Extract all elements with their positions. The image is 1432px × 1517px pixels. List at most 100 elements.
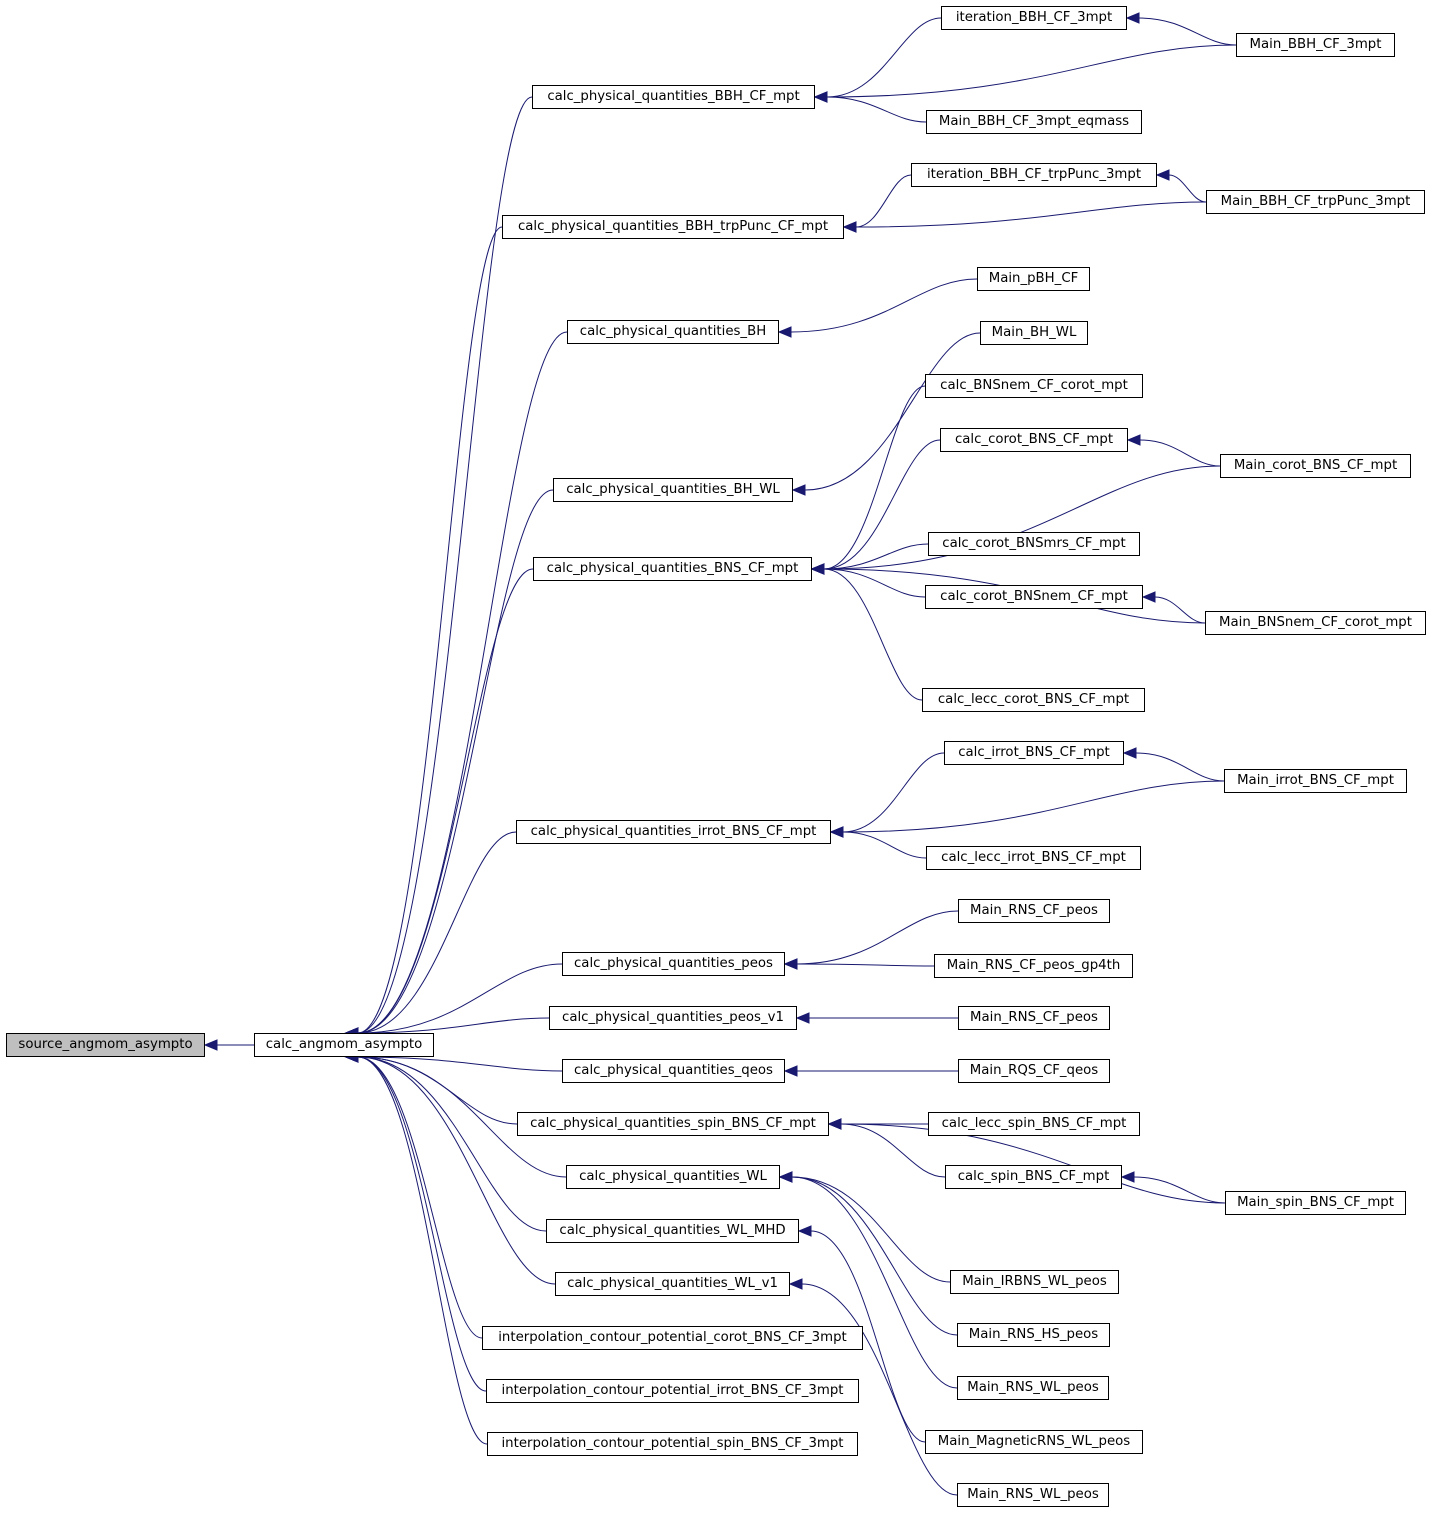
arrowhead-main-irrot-bns-cf-mpt-to-calc-irrot-bns-cf-mpt <box>1122 747 1137 759</box>
edge-main-bbh-cf-3mpt-to-calc-physical-quantities-bbh-cf-mpt <box>826 44 1237 98</box>
arrowhead-calc-lecc-corot-bns-cf-mpt-to-calc-physical-quantities-bns-cf-mpt <box>810 563 825 575</box>
node-main-bbh-cf-3mpt[interactable]: Main_BBH_CF_3mpt <box>1236 33 1395 57</box>
node-calc-physical-quantities-bh[interactable]: calc_physical_quantities_BH <box>567 320 779 344</box>
node-calc-irrot-bns-cf-mpt[interactable]: calc_irrot_BNS_CF_mpt <box>944 741 1124 765</box>
node-main-rns-cf-peos[interactable]: Main_RNS_CF_peos <box>958 899 1110 923</box>
node-calc-physical-quantities-wl-mhd[interactable]: calc_physical_quantities_WL_MHD <box>546 1219 799 1243</box>
node-main-bbh-cf-trppunc-3mpt[interactable]: Main_BBH_CF_trpPunc_3mpt <box>1206 190 1425 214</box>
edge-interpolation-contour-potential-spin-bns-cf-3mpt-to-calc-angmom-asympto <box>357 1056 488 1445</box>
edge-main-rns-cf-peos-a-to-calc-physical-quantities-peos <box>796 910 959 965</box>
edge-calc-lecc-corot-bns-cf-mpt-to-calc-physical-quantities-bns-cf-mpt <box>823 568 923 701</box>
edge-main-irrot-bns-cf-mpt-to-calc-physical-quantities-irrot-bns-cf-mpt <box>842 780 1225 833</box>
node-calc-lecc-irrot-bns-cf-mpt[interactable]: calc_lecc_irrot_BNS_CF_mpt <box>926 846 1141 870</box>
arrowhead-main-bnsnem-cf-corot-mpt-to-calc-corot-bnsnem-cf-mpt <box>1141 591 1156 603</box>
node-calc-physical-quantities-qeos[interactable]: calc_physical_quantities_qeos <box>562 1059 785 1083</box>
edge-calc-corot-bns-cf-mpt-to-calc-physical-quantities-bns-cf-mpt <box>823 439 941 570</box>
node-main-irrot-bns-cf-mpt[interactable]: Main_irrot_BNS_CF_mpt <box>1224 769 1407 793</box>
node-main-bbh-cf-3mpt-eqmass[interactable]: Main_BBH_CF_3mpt_eqmass <box>926 110 1142 134</box>
node-calc-angmom-asympto[interactable]: calc_angmom_asympto <box>254 1033 434 1057</box>
arrowhead-main-bh-wl-to-calc-physical-quantities-bh-wl <box>791 484 806 496</box>
node-calc-physical-quantities-wl[interactable]: calc_physical_quantities_WL <box>566 1165 780 1189</box>
edge-calc-physical-quantities-bns-cf-mpt-to-calc-angmom-asympto <box>357 568 534 1034</box>
arrowhead-main-spin-bns-cf-mpt-to-calc-spin-bns-cf-mpt <box>1120 1171 1135 1183</box>
edge-main-magneticrns-wl-peos-to-calc-physical-quantities-wl-mhd <box>810 1230 926 1443</box>
edge-main-irrot-bns-cf-mpt-to-calc-irrot-bns-cf-mpt <box>1135 752 1225 782</box>
edge-main-corot-bns-cf-mpt-to-calc-physical-quantities-bns-cf-mpt <box>823 465 1221 570</box>
arrowhead-main-pbh-cf-to-calc-physical-quantities-bh <box>777 326 792 338</box>
edge-main-rns-cf-peos-gp4th-to-calc-physical-quantities-peos <box>796 963 935 967</box>
arrowhead-main-corot-bns-cf-mpt-to-calc-corot-bns-cf-mpt <box>1126 434 1141 446</box>
node-iteration-bbh-cf-trppunc-3mpt[interactable]: iteration_BBH_CF_trpPunc_3mpt <box>911 163 1157 187</box>
node-main-bh-wl[interactable]: Main_BH_WL <box>980 321 1088 345</box>
arrowhead-calc-lecc-irrot-bns-cf-mpt-to-calc-physical-quantities-irrot-bns-cf-mpt <box>829 826 844 838</box>
node-main-spin-bns-cf-mpt[interactable]: Main_spin_BNS_CF_mpt <box>1225 1191 1406 1215</box>
edge-main-spin-bns-cf-mpt-to-calc-spin-bns-cf-mpt <box>1133 1176 1226 1204</box>
edge-calc-physical-quantities-wl-mhd-to-calc-angmom-asympto <box>357 1056 547 1232</box>
node-calc-lecc-corot-bns-cf-mpt[interactable]: calc_lecc_corot_BNS_CF_mpt <box>922 688 1145 712</box>
node-calc-physical-quantities-bns-cf-mpt[interactable]: calc_physical_quantities_BNS_CF_mpt <box>533 557 812 581</box>
node-calc-corot-bnsnem-cf-mpt[interactable]: calc_corot_BNSnem_CF_mpt <box>925 585 1143 609</box>
node-main-rns-cf-peos[interactable]: Main_RNS_CF_peos <box>958 1006 1110 1030</box>
edge-calc-corot-bnsnem-cf-mpt-to-calc-physical-quantities-bns-cf-mpt <box>823 568 926 598</box>
edge-main-bbh-cf-3mpt-eqmass-to-calc-physical-quantities-bbh-cf-mpt <box>826 96 927 123</box>
node-main-irbns-wl-peos[interactable]: Main_IRBNS_WL_peos <box>950 1270 1119 1294</box>
edge-main-rns-wl-peos-b-to-calc-physical-quantities-wl-v1 <box>801 1283 958 1496</box>
edge-interpolation-contour-potential-irrot-bns-cf-3mpt-to-calc-angmom-asympto <box>357 1056 487 1392</box>
node-calc-corot-bns-cf-mpt[interactable]: calc_corot_BNS_CF_mpt <box>940 428 1128 452</box>
edge-main-spin-bns-cf-mpt-to-calc-physical-quantities-spin-bns-cf-mpt <box>840 1123 1226 1204</box>
node-calc-corot-bnsmrs-cf-mpt[interactable]: calc_corot_BNSmrs_CF_mpt <box>928 532 1140 556</box>
node-main-corot-bns-cf-mpt[interactable]: Main_corot_BNS_CF_mpt <box>1220 454 1411 478</box>
arrowhead-main-spin-bns-cf-mpt-to-calc-physical-quantities-spin-bns-cf-mpt <box>827 1118 842 1130</box>
node-main-rns-wl-peos[interactable]: Main_RNS_WL_peos <box>957 1376 1109 1400</box>
node-calc-physical-quantities-bh-wl[interactable]: calc_physical_quantities_BH_WL <box>553 478 793 502</box>
edge-main-pbh-cf-to-calc-physical-quantities-bh <box>790 278 978 333</box>
edge-main-bbh-cf-3mpt-to-iteration-bbh-cf-3mpt <box>1138 17 1237 46</box>
edge-calc-physical-quantities-irrot-bns-cf-mpt-to-calc-angmom-asympto <box>357 831 517 1034</box>
arrowhead-main-rqs-cf-qeos-to-calc-physical-quantities-qeos <box>783 1065 798 1077</box>
node-main-pbh-cf[interactable]: Main_pBH_CF <box>977 267 1090 291</box>
node-main-rns-wl-peos[interactable]: Main_RNS_WL_peos <box>957 1483 1109 1507</box>
node-calc-bnsnem-cf-corot-mpt[interactable]: calc_BNSnem_CF_corot_mpt <box>925 374 1143 398</box>
arrowhead-main-rns-wl-peos-a-to-calc-physical-quantities-wl <box>778 1171 793 1183</box>
edge-calc-physical-quantities-qeos-to-calc-angmom-asympto <box>357 1056 563 1072</box>
node-interpolation-contour-potential-irrot-bns-cf-3mpt[interactable]: interpolation_contour_potential_irrot_BN… <box>486 1379 859 1403</box>
edge-calc-physical-quantities-bbh-cf-mpt-to-calc-angmom-asympto <box>357 96 533 1034</box>
arrowhead-main-bbh-cf-3mpt-eqmass-to-calc-physical-quantities-bbh-cf-mpt <box>813 91 828 103</box>
edge-main-irbns-wl-peos-to-calc-physical-quantities-wl <box>791 1176 951 1283</box>
edge-calc-physical-quantities-bh-wl-to-calc-angmom-asympto <box>357 489 554 1034</box>
edge-main-corot-bns-cf-mpt-to-calc-corot-bns-cf-mpt <box>1139 439 1221 467</box>
node-calc-physical-quantities-peos[interactable]: calc_physical_quantities_peos <box>562 952 785 976</box>
node-calc-lecc-spin-bns-cf-mpt[interactable]: calc_lecc_spin_BNS_CF_mpt <box>928 1112 1140 1136</box>
edge-main-bbh-cf-trppunc-3mpt-to-iteration-bbh-cf-trppunc-3mpt <box>1168 174 1207 203</box>
node-iteration-bbh-cf-3mpt[interactable]: iteration_BBH_CF_3mpt <box>941 6 1127 30</box>
arrowhead-main-bbh-cf-trppunc-3mpt-to-calc-physical-quantities-bbh-trppunc-cf-mpt <box>842 221 857 233</box>
node-calc-physical-quantities-bbh-trppunc-cf-mpt[interactable]: calc_physical_quantities_BBH_trpPunc_CF_… <box>502 215 844 239</box>
node-calc-spin-bns-cf-mpt[interactable]: calc_spin_BNS_CF_mpt <box>945 1165 1122 1189</box>
edge-calc-spin-bns-cf-mpt-to-calc-physical-quantities-spin-bns-cf-mpt <box>840 1123 946 1178</box>
node-main-rqs-cf-qeos[interactable]: Main_RQS_CF_qeos <box>958 1059 1110 1083</box>
node-calc-physical-quantities-wl-v1[interactable]: calc_physical_quantities_WL_v1 <box>555 1272 790 1296</box>
node-calc-physical-quantities-bbh-cf-mpt[interactable]: calc_physical_quantities_BBH_CF_mpt <box>532 85 815 109</box>
arrowhead-calc-angmom-asympto-to-source-angmom-asympto <box>203 1039 218 1051</box>
node-source-angmom-asympto: source_angmom_asympto <box>6 1033 205 1057</box>
edge-iteration-bbh-cf-trppunc-3mpt-to-calc-physical-quantities-bbh-trppunc-cf-mpt <box>855 174 912 228</box>
node-main-magneticrns-wl-peos[interactable]: Main_MagneticRNS_WL_peos <box>925 1430 1143 1454</box>
arrowhead-main-rns-wl-peos-b-to-calc-physical-quantities-wl-v1 <box>788 1278 803 1290</box>
edge-calc-physical-quantities-bbh-trppunc-cf-mpt-to-calc-angmom-asympto <box>357 226 503 1034</box>
node-interpolation-contour-potential-corot-bns-cf-3mpt[interactable]: interpolation_contour_potential_corot_BN… <box>482 1326 863 1350</box>
arrowhead-main-bbh-cf-trppunc-3mpt-to-iteration-bbh-cf-trppunc-3mpt <box>1155 169 1170 181</box>
node-main-bnsnem-cf-corot-mpt[interactable]: Main_BNSnem_CF_corot_mpt <box>1205 611 1426 635</box>
edge-calc-physical-quantities-peos-to-calc-angmom-asympto <box>357 963 563 1034</box>
node-main-rns-cf-peos-gp4th[interactable]: Main_RNS_CF_peos_gp4th <box>934 954 1133 978</box>
node-calc-physical-quantities-spin-bns-cf-mpt[interactable]: calc_physical_quantities_spin_BNS_CF_mpt <box>517 1112 829 1136</box>
edge-interpolation-contour-potential-corot-bns-cf-3mpt-to-calc-angmom-asympto <box>357 1056 483 1339</box>
edge-calc-irrot-bns-cf-mpt-to-calc-physical-quantities-irrot-bns-cf-mpt <box>842 752 945 833</box>
edge-calc-physical-quantities-bh-to-calc-angmom-asympto <box>357 331 568 1034</box>
node-calc-physical-quantities-irrot-bns-cf-mpt[interactable]: calc_physical_quantities_irrot_BNS_CF_mp… <box>516 820 831 844</box>
edge-main-rns-hs-peos-to-calc-physical-quantities-wl <box>791 1176 958 1336</box>
edge-calc-corot-bnsmrs-cf-mpt-to-calc-physical-quantities-bns-cf-mpt <box>823 543 929 570</box>
edge-calc-lecc-irrot-bns-cf-mpt-to-calc-physical-quantities-irrot-bns-cf-mpt <box>842 831 927 859</box>
node-calc-physical-quantities-peos-v1[interactable]: calc_physical_quantities_peos_v1 <box>549 1006 797 1030</box>
node-interpolation-contour-potential-spin-bns-cf-3mpt[interactable]: interpolation_contour_potential_spin_BNS… <box>487 1432 858 1456</box>
node-main-rns-hs-peos[interactable]: Main_RNS_HS_peos <box>957 1323 1110 1347</box>
